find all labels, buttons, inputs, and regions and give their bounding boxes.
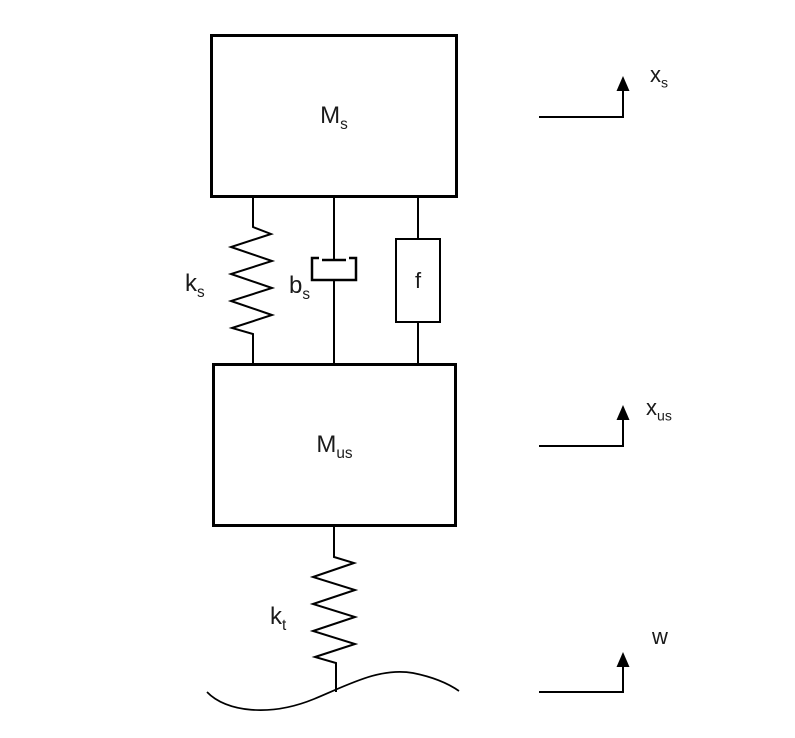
w-reference-arrow bbox=[539, 652, 630, 693]
tire-spring-label-base: k bbox=[270, 603, 282, 630]
unsprung-mass-label: Mus bbox=[316, 431, 352, 461]
sprung-mass-label-base: M bbox=[320, 102, 341, 129]
sprung-displacement-label-sub: s bbox=[661, 74, 669, 91]
xus-arrowhead-icon bbox=[616, 405, 630, 420]
sprung-mass-box: Ms bbox=[210, 34, 458, 198]
tire-spring-label-sub: t bbox=[282, 616, 287, 634]
sprung-mass-label: Ms bbox=[320, 102, 348, 132]
w-arrow-line bbox=[539, 665, 624, 693]
road-surface-curve bbox=[206, 671, 460, 711]
unsprung-displacement-label: xus bbox=[646, 395, 672, 423]
damper-cylinder-cup bbox=[310, 256, 358, 282]
road-input-label-base: w bbox=[652, 624, 668, 649]
xus-reference-arrow bbox=[539, 405, 630, 447]
unsprung-mass-label-sub: us bbox=[336, 444, 353, 462]
damper-label: bs bbox=[289, 272, 310, 302]
unsprung-mass-label-base: M bbox=[316, 431, 337, 458]
damper-symbol bbox=[310, 198, 358, 363]
suspension-spring-label-sub: s bbox=[197, 283, 205, 301]
suspension-spring-symbol bbox=[227, 198, 276, 363]
damper-label-sub: s bbox=[302, 285, 311, 303]
unsprung-mass-box: Mus bbox=[212, 363, 457, 527]
xus-arrow-line bbox=[539, 418, 624, 447]
tire-spring-label: kt bbox=[270, 603, 286, 633]
suspension-spring-label: ks bbox=[185, 270, 205, 300]
actuator-force-label: f bbox=[414, 267, 422, 293]
unsprung-displacement-label-base: x bbox=[646, 395, 657, 420]
xs-reference-arrow bbox=[539, 76, 630, 118]
actuator-force-box: f bbox=[395, 238, 441, 323]
xs-arrowhead-icon bbox=[616, 76, 630, 91]
sprung-mass-label-sub: s bbox=[340, 115, 348, 133]
sprung-displacement-label: xs bbox=[650, 62, 668, 90]
tire-spring-symbol bbox=[309, 527, 359, 692]
xs-arrow-line bbox=[539, 89, 624, 118]
sprung-displacement-label-base: x bbox=[650, 62, 661, 87]
w-arrowhead-icon bbox=[616, 652, 630, 667]
damper-label-base: b bbox=[289, 272, 303, 299]
actuator-force-label-base: f bbox=[414, 267, 422, 293]
suspension-spring-label-base: k bbox=[185, 270, 197, 297]
unsprung-displacement-label-sub: us bbox=[657, 407, 672, 424]
road-input-label: w bbox=[652, 626, 668, 648]
